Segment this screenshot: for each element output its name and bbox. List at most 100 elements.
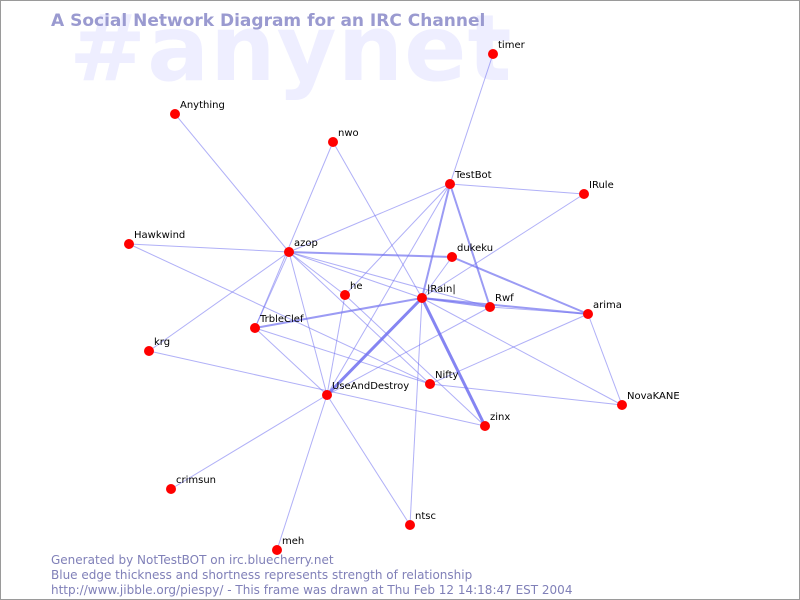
edge-nwo-trbleclef bbox=[254, 141, 334, 329]
node-label: Hawkwind bbox=[134, 230, 185, 241]
node-label: Anything bbox=[180, 100, 225, 111]
node-label: TrbleClef bbox=[259, 314, 304, 325]
edge-testbot-azop bbox=[288, 183, 451, 253]
edge-nwo-rain bbox=[332, 141, 423, 299]
node-crimsun: crimsun bbox=[166, 475, 216, 494]
node-arima: arima bbox=[583, 300, 622, 319]
edge-azop-trbleclef bbox=[254, 251, 290, 329]
node-dot bbox=[447, 252, 457, 262]
edge-useanddestroy-ntsc bbox=[326, 394, 411, 526]
node-label: azop bbox=[294, 238, 318, 249]
edge-dukeku-rain bbox=[421, 256, 453, 299]
node-label: |Rain| bbox=[427, 284, 456, 295]
node-label: TestBot bbox=[454, 170, 492, 181]
node-label: he bbox=[350, 281, 363, 292]
node-nifty: Nifty bbox=[425, 370, 459, 389]
edge-layer bbox=[128, 53, 623, 551]
edge-anything-azop bbox=[174, 113, 290, 253]
node-dot bbox=[322, 390, 332, 400]
node-label: Rwf bbox=[495, 293, 514, 304]
node-krg: krg bbox=[144, 337, 170, 356]
edge-rain-arima bbox=[421, 297, 589, 315]
edge-azop-rain bbox=[288, 251, 423, 299]
node-dot bbox=[405, 520, 415, 530]
edge-hawkwind-nifty bbox=[128, 243, 431, 385]
node-hawkwind: Hawkwind bbox=[124, 230, 185, 249]
edge-useanddestroy-crimsun bbox=[170, 394, 328, 490]
node-dot bbox=[144, 346, 154, 356]
node-azop: azop bbox=[284, 238, 318, 257]
node-label: meh bbox=[282, 536, 304, 547]
footer-generator-line: Generated by NotTestBOT on irc.bluecherr… bbox=[51, 553, 334, 567]
edge-testbot-rain bbox=[421, 183, 451, 299]
node-label: Nifty bbox=[435, 370, 459, 381]
edge-rwf-useanddestroy bbox=[326, 306, 491, 396]
edge-hawkwind-azop bbox=[128, 243, 290, 253]
node-label: UseAndDestroy bbox=[332, 381, 409, 392]
footer: Generated by NotTestBOT on irc.bluecherr… bbox=[51, 553, 572, 598]
node-he: he bbox=[340, 281, 363, 300]
edge-azop-dukeku bbox=[288, 251, 453, 258]
node-irule: IRule bbox=[579, 180, 614, 199]
channel-watermark: #anynet bbox=[69, 0, 513, 102]
edge-useanddestroy-meh bbox=[276, 394, 328, 551]
node-dukeku: dukeku bbox=[447, 243, 493, 262]
node-dot bbox=[272, 545, 282, 555]
edge-azop-krg bbox=[148, 251, 290, 352]
node-label: NovaKANE bbox=[627, 391, 680, 402]
edge-testbot-useanddestroy bbox=[326, 183, 451, 396]
node-dot bbox=[579, 189, 589, 199]
node-ntsc: ntsc bbox=[405, 511, 436, 530]
node-timer: timer bbox=[488, 40, 526, 59]
node-label: crimsun bbox=[176, 475, 216, 486]
node-label: timer bbox=[498, 40, 526, 51]
node-label: krg bbox=[154, 337, 170, 348]
node-novakane: NovaKANE bbox=[617, 391, 680, 410]
node-dot bbox=[583, 309, 593, 319]
node-dot bbox=[328, 137, 338, 147]
node-anything: Anything bbox=[170, 100, 225, 119]
node-label: dukeku bbox=[457, 243, 493, 254]
node-dot bbox=[284, 247, 294, 257]
edge-arima-nifty bbox=[429, 313, 589, 385]
edge-rain-zinx bbox=[420, 297, 487, 427]
node-dot bbox=[417, 293, 427, 303]
node-trbleclef: TrbleClef bbox=[250, 314, 304, 333]
edge-rain-useanddestroy bbox=[325, 296, 424, 397]
edge-rain-trbleclef bbox=[254, 297, 423, 329]
edge-dukeku-arima bbox=[451, 256, 589, 315]
node-dot bbox=[170, 109, 180, 119]
edge-testbot-he bbox=[344, 183, 451, 296]
node-rain: |Rain| bbox=[417, 284, 456, 303]
node-dot bbox=[124, 239, 134, 249]
edge-azop-rwf bbox=[288, 251, 491, 308]
node-dot bbox=[617, 400, 627, 410]
edge-rwf-arima bbox=[489, 306, 589, 315]
node-dot bbox=[340, 290, 350, 300]
footer-legend-line: Blue edge thickness and shortness repres… bbox=[51, 568, 473, 582]
node-useanddestroy: UseAndDestroy bbox=[322, 381, 409, 400]
node-dot bbox=[250, 323, 260, 333]
node-label: ntsc bbox=[415, 511, 436, 522]
edge-azop-useanddestroy bbox=[288, 251, 328, 396]
node-nwo: nwo bbox=[328, 128, 359, 147]
edge-nifty-novakane bbox=[429, 383, 623, 406]
node-label: IRule bbox=[589, 180, 614, 191]
node-testbot: TestBot bbox=[445, 170, 492, 189]
footer-timestamp-line: http://www.jibble.org/piespy/ - This fra… bbox=[51, 583, 573, 597]
edge-azop-nifty bbox=[288, 251, 431, 385]
edge-krg-zinx bbox=[148, 350, 486, 427]
node-zinx: zinx bbox=[480, 412, 510, 431]
node-label: arima bbox=[593, 300, 622, 311]
edge-testbot-rwf bbox=[449, 183, 491, 308]
edge-irule-rain bbox=[421, 193, 585, 299]
edge-trbleclef-nifty bbox=[254, 327, 431, 385]
node-dot bbox=[166, 484, 176, 494]
edge-trbleclef-useanddestroy bbox=[254, 327, 328, 396]
edge-rain-ntsc bbox=[409, 297, 423, 526]
edge-rain-novakane bbox=[421, 297, 623, 406]
node-label: nwo bbox=[338, 128, 359, 139]
